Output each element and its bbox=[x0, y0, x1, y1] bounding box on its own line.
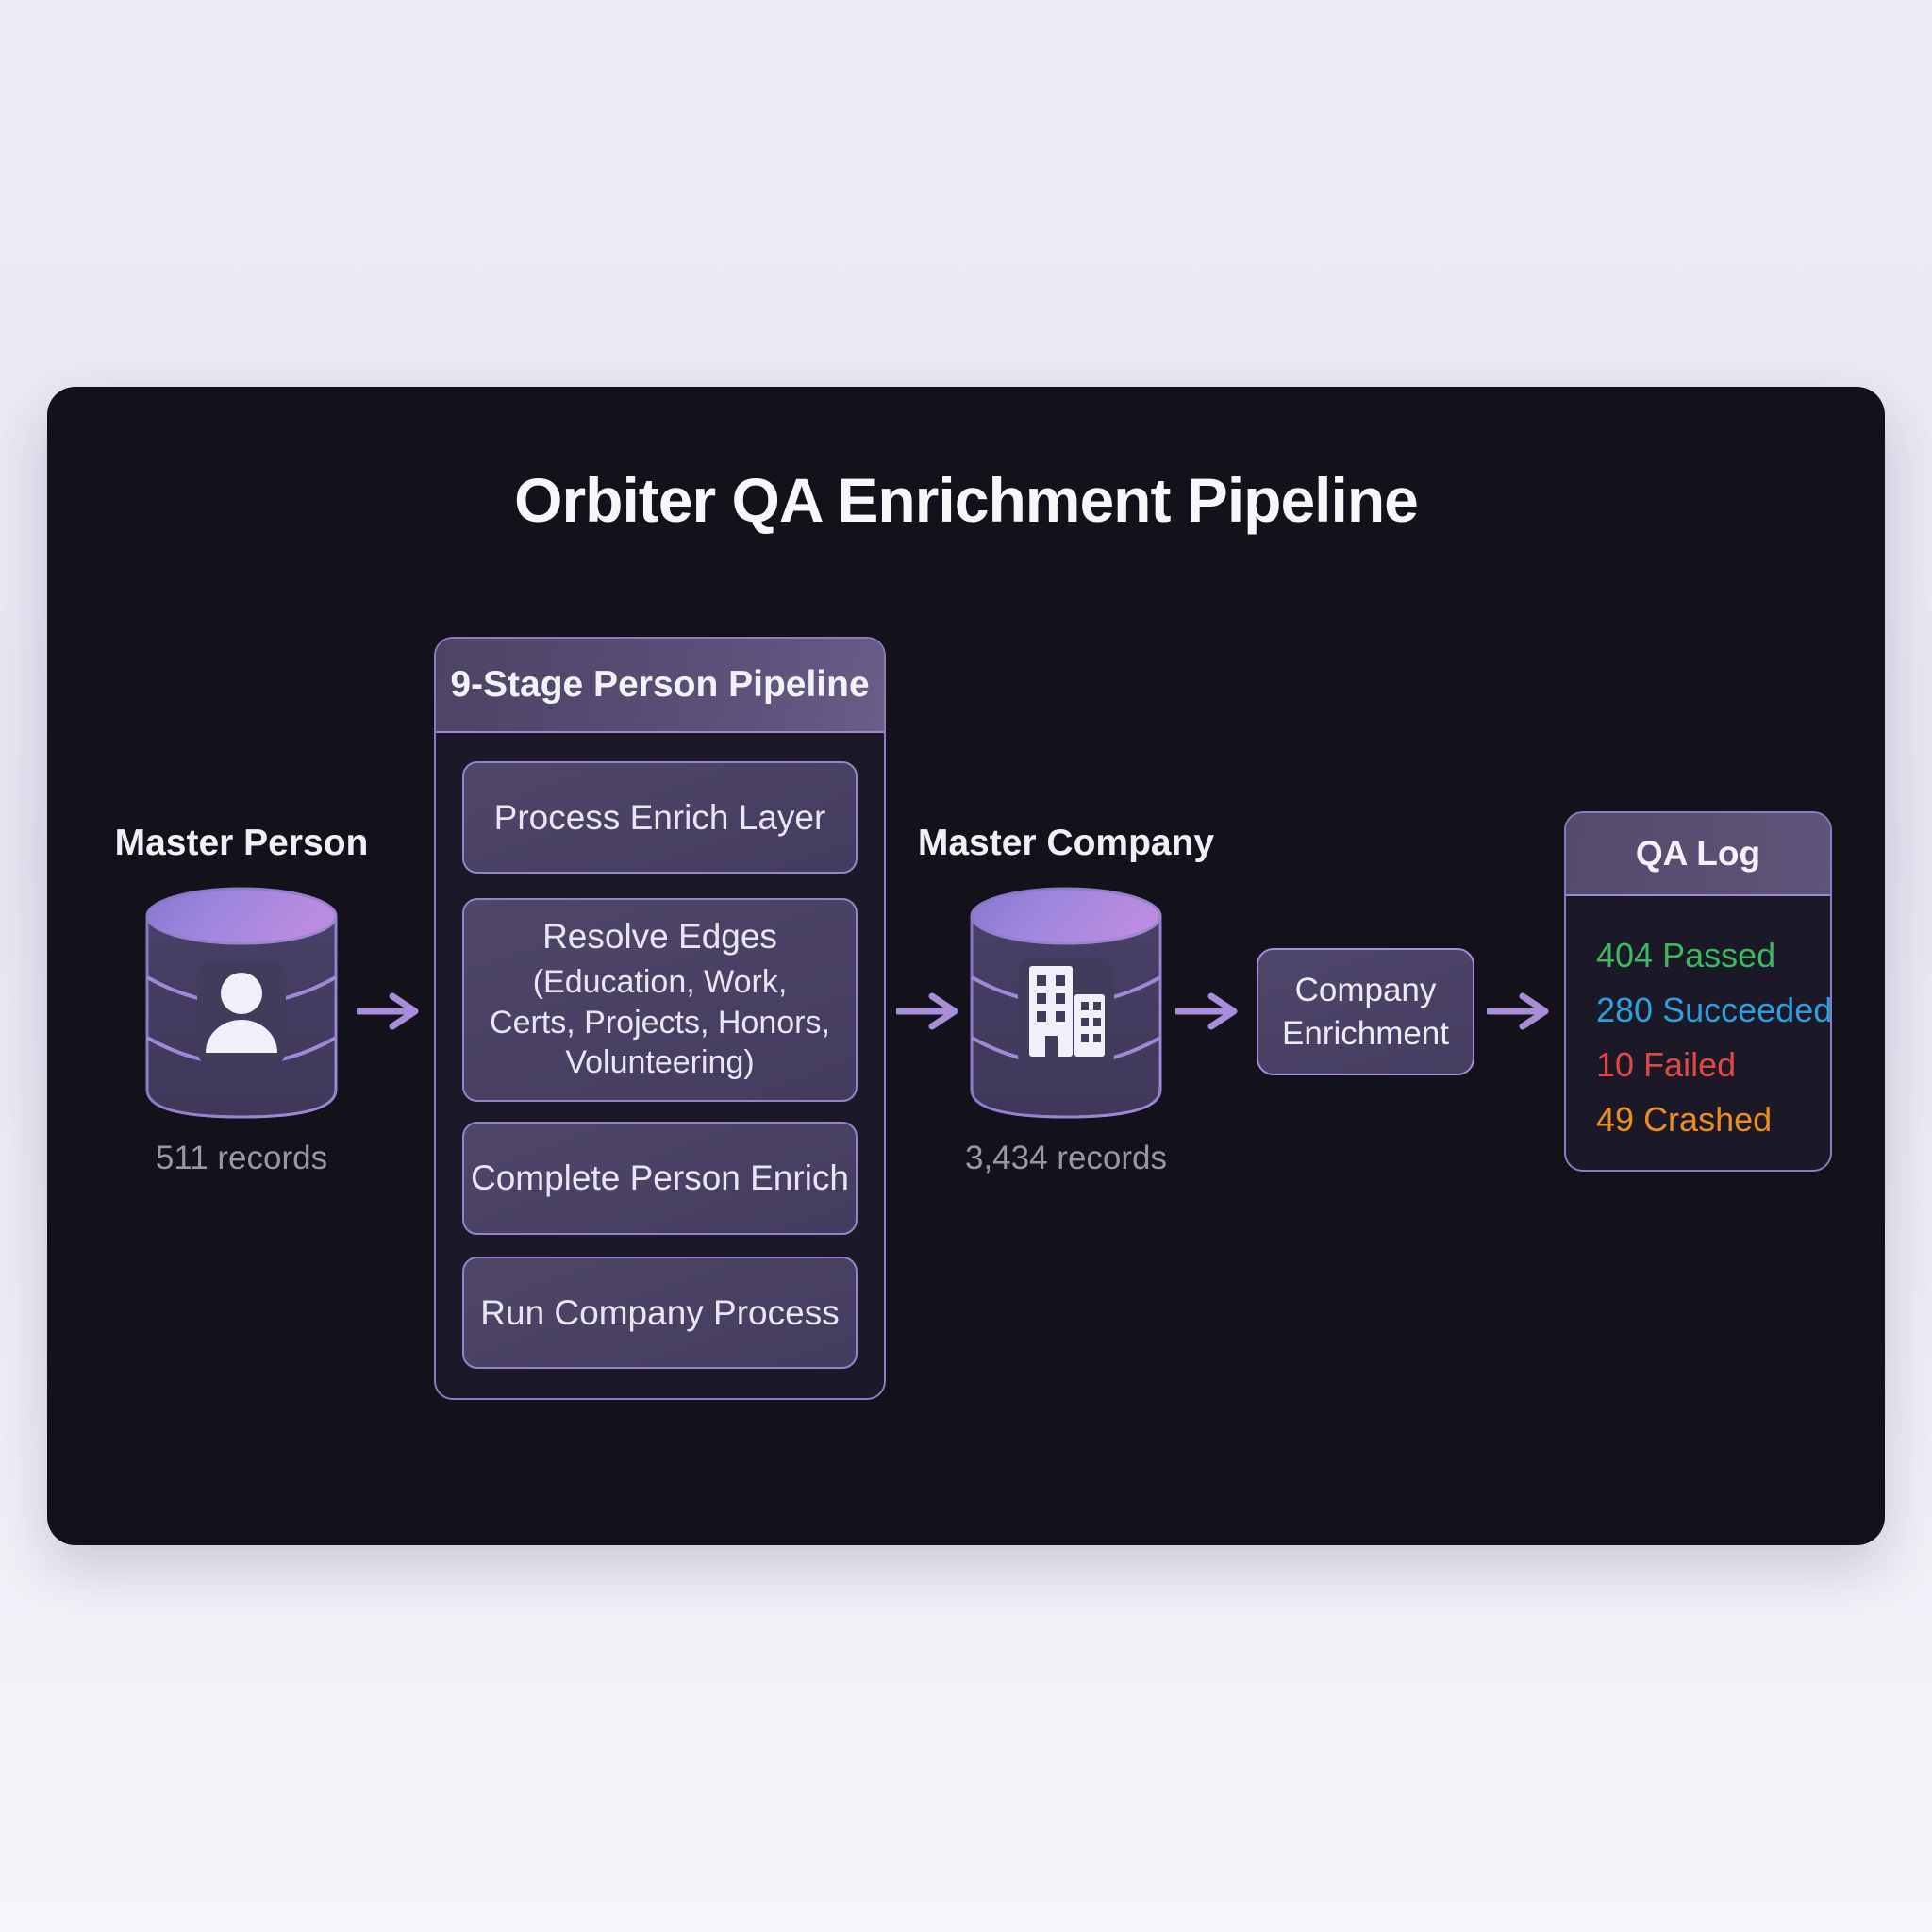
building-database-icon bbox=[970, 887, 1162, 1119]
database-cylinder-top bbox=[145, 887, 338, 945]
master-person-label: Master Person bbox=[114, 823, 369, 863]
database-cylinder-top bbox=[970, 887, 1162, 945]
flow-arrow bbox=[1175, 992, 1238, 1030]
building-icon bbox=[1029, 966, 1105, 1057]
flow-arrow bbox=[896, 992, 958, 1030]
qa-item-crashed: 49 Crashed bbox=[1596, 1092, 1830, 1147]
flow-arrow bbox=[1487, 992, 1549, 1030]
qa-item-succeeded: 280 Succeeded bbox=[1596, 983, 1830, 1038]
qa-label: Passed bbox=[1662, 936, 1776, 974]
qa-log-header: QA Log bbox=[1566, 813, 1830, 896]
stage-process-enrich-layer: Process Enrich Layer bbox=[462, 761, 858, 874]
stage-subtitle: (Education, Work, Certs, Projects, Honor… bbox=[490, 963, 830, 1081]
stage-title: Run Company Process bbox=[480, 1292, 840, 1332]
qa-item-passed: 404 Passed bbox=[1596, 928, 1830, 983]
master-company-records: 3,434 records bbox=[964, 1140, 1168, 1176]
person-pipeline-panel: 9-Stage Person Pipeline Process Enrich L… bbox=[434, 637, 886, 1400]
person-database-icon bbox=[145, 887, 338, 1119]
qa-count: 280 bbox=[1596, 991, 1654, 1029]
qa-log-list: 404 Passed 280 Succeeded 10 Failed 49 Cr… bbox=[1566, 896, 1830, 1147]
flow-arrow bbox=[357, 992, 419, 1030]
page-title: Orbiter QA Enrichment Pipeline bbox=[514, 465, 1419, 535]
qa-log-panel: QA Log 404 Passed 280 Succeeded 10 Faile… bbox=[1564, 811, 1832, 1172]
qa-item-failed: 10 Failed bbox=[1596, 1038, 1830, 1092]
stage-title: Process Enrich Layer bbox=[493, 797, 826, 837]
company-enrichment-node: Company Enrichment bbox=[1257, 948, 1474, 1075]
qa-count: 404 bbox=[1596, 936, 1654, 974]
qa-count: 10 bbox=[1596, 1045, 1635, 1084]
diagram-card: Orbiter QA Enrichment Pipeline Master Pe… bbox=[47, 387, 1885, 1545]
qa-count: 49 bbox=[1596, 1100, 1635, 1139]
stage-title: Complete Person Enrich bbox=[470, 1158, 850, 1197]
stage-run-company-process: Run Company Process bbox=[462, 1257, 858, 1369]
qa-label: Crashed bbox=[1643, 1100, 1773, 1139]
stage-title: Resolve Edges bbox=[542, 916, 777, 956]
person-pipeline-header: 9-Stage Person Pipeline bbox=[436, 639, 884, 733]
qa-label: Succeeded bbox=[1662, 991, 1832, 1029]
stage-resolve-edges: Resolve Edges (Education, Work, Certs, P… bbox=[462, 898, 858, 1102]
stage-complete-person-enrich: Complete Person Enrich bbox=[462, 1122, 858, 1235]
master-company-group: Master Company 3, bbox=[918, 823, 1214, 1177]
database-bottom-edge bbox=[145, 1089, 338, 1119]
person-icon bbox=[206, 973, 277, 1053]
qa-label: Failed bbox=[1643, 1045, 1737, 1084]
master-company-label: Master Company bbox=[917, 823, 1215, 863]
database-bottom-edge bbox=[970, 1089, 1162, 1119]
master-person-records: 511 records bbox=[155, 1140, 328, 1176]
master-person-group: Master Person 511 records bbox=[100, 823, 383, 1177]
